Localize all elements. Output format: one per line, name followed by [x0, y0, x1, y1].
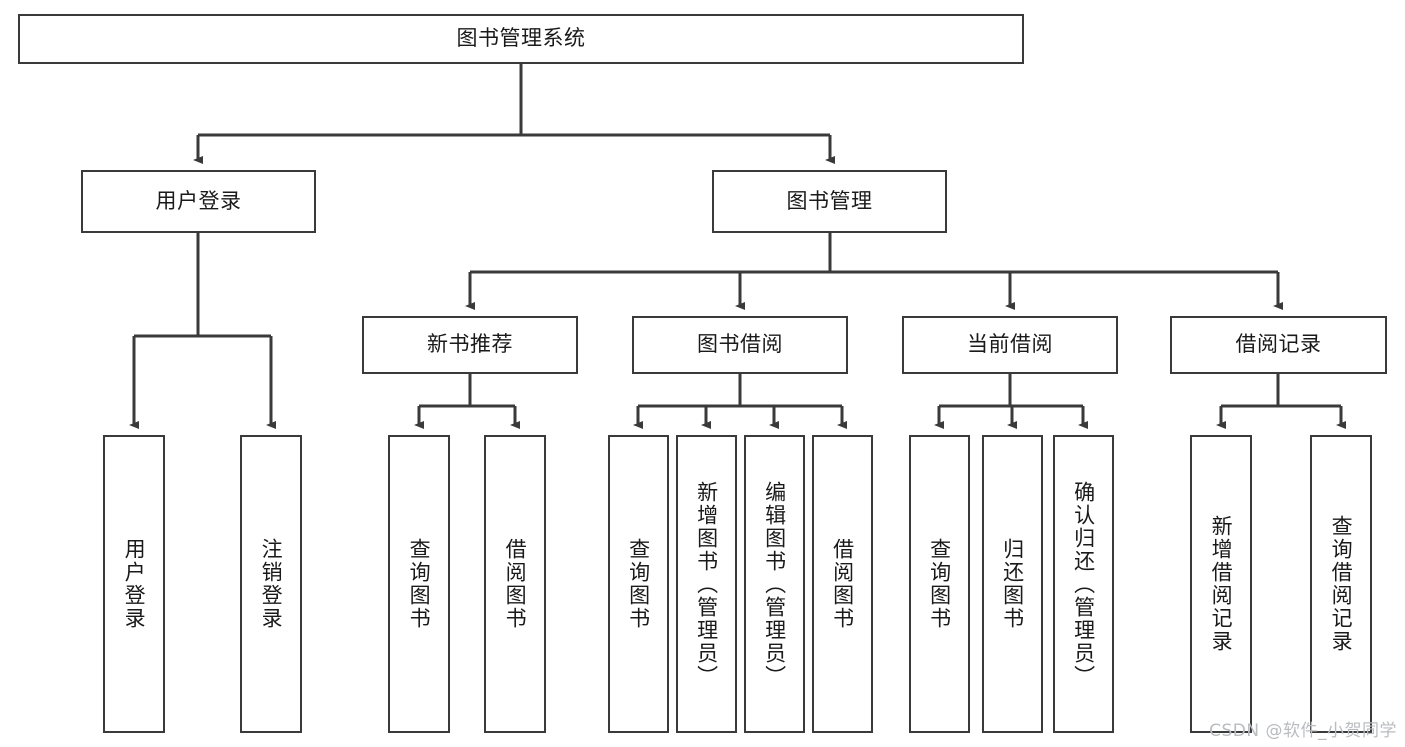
node-new-book-recommend-label: 新书推荐	[427, 332, 513, 357]
leaf-user-login-label: 用户登录	[122, 538, 147, 630]
leaf-current-query-book[interactable]: 查询图书	[909, 435, 970, 733]
node-book-borrow[interactable]: 图书借阅	[632, 316, 848, 374]
leaf-borrow-borrow-book[interactable]: 借阅图书	[812, 435, 873, 733]
node-user-login[interactable]: 用户登录	[81, 170, 316, 233]
leaf-newbook-query-book-label: 查询图书	[407, 538, 432, 630]
leaf-borrow-query-book[interactable]: 查询图书	[608, 435, 669, 733]
leaf-newbook-borrow-book-label: 借阅图书	[503, 538, 528, 630]
node-new-book-recommend[interactable]: 新书推荐	[362, 316, 578, 374]
node-root[interactable]: 图书管理系统	[18, 14, 1024, 64]
node-book-borrow-label: 图书借阅	[697, 332, 783, 357]
leaf-borrow-edit-book-admin[interactable]: 编辑图书（管理员）	[744, 435, 805, 733]
node-root-label: 图书管理系统	[456, 26, 586, 51]
leaf-borrow-add-book-admin[interactable]: 新增图书（管理员）	[676, 435, 737, 733]
node-current-borrow[interactable]: 当前借阅	[902, 316, 1118, 374]
node-borrow-record-label: 借阅记录	[1235, 332, 1322, 357]
leaf-record-query-borrow-record-label: 查询借阅记录	[1329, 515, 1354, 653]
leaf-record-query-borrow-record[interactable]: 查询借阅记录	[1310, 435, 1372, 733]
node-user-login-label: 用户登录	[155, 188, 242, 213]
leaf-record-add-borrow-record[interactable]: 新增借阅记录	[1190, 435, 1252, 733]
leaf-current-confirm-return-admin-label: 确认归还（管理员）	[1071, 480, 1096, 688]
leaf-user-logout-label: 注销登录	[259, 538, 284, 630]
node-book-management-label: 图书管理	[786, 188, 873, 213]
leaf-current-return-book[interactable]: 归还图书	[982, 435, 1043, 733]
leaf-current-confirm-return-admin[interactable]: 确认归还（管理员）	[1053, 435, 1114, 733]
leaf-newbook-query-book[interactable]: 查询图书	[388, 435, 450, 733]
leaf-borrow-add-book-admin-label: 新增图书（管理员）	[694, 480, 719, 688]
node-borrow-record[interactable]: 借阅记录	[1170, 316, 1387, 374]
csdn-watermark: CSDN @软件_小贺同学	[1209, 721, 1397, 741]
leaf-user-logout[interactable]: 注销登录	[240, 435, 302, 733]
node-book-management[interactable]: 图书管理	[712, 170, 947, 233]
leaf-current-query-book-label: 查询图书	[927, 538, 952, 630]
node-current-borrow-label: 当前借阅	[967, 332, 1053, 357]
leaf-user-login[interactable]: 用户登录	[103, 435, 165, 733]
leaf-borrow-query-book-label: 查询图书	[626, 538, 651, 630]
leaf-record-add-borrow-record-label: 新增借阅记录	[1209, 515, 1234, 653]
leaf-current-return-book-label: 归还图书	[1000, 538, 1025, 630]
leaf-newbook-borrow-book[interactable]: 借阅图书	[484, 435, 546, 733]
leaf-borrow-edit-book-admin-label: 编辑图书（管理员）	[762, 480, 787, 688]
leaf-borrow-borrow-book-label: 借阅图书	[830, 538, 855, 630]
